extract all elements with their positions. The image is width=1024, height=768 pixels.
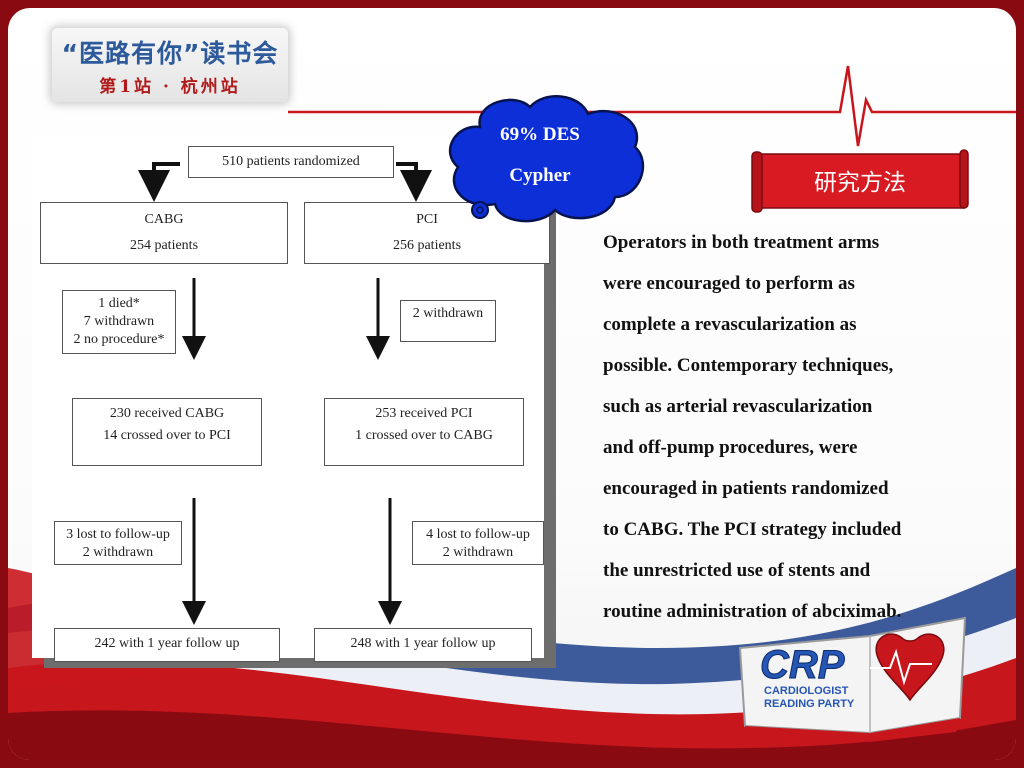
text-line: Operators in both treatment arms [603,232,880,253]
pci-received-box: 253 received PCI 1 crossed over to CABG [324,398,524,466]
crp-logo-line2: READING PARTY [764,698,855,710]
cabg-received-box: 230 received CABG 14 crossed over to PCI [72,398,262,466]
cabg-lost-box: 3 lost to follow-up 2 withdrawn [54,521,182,565]
crp-logo-line1: CARDIOLOGIST [764,685,849,697]
text-line: such as arterial revascularization [603,396,873,417]
pci-lost-box: 4 lost to follow-up 2 withdrawn [412,521,544,565]
event-logo: “医路有你”读书会 第1站 · 杭州站 [52,28,288,102]
event-title: “医路有你”读书会 [61,39,279,68]
section-title: 研究方法 [814,170,906,196]
cabg-final-box: 242 with 1 year follow up [54,628,280,662]
pci-final-box: 248 with 1 year follow up [314,628,532,662]
text-line: encouraged in patients randomized [603,478,889,499]
pci-excluded-box: 2 withdrawn [400,300,496,342]
trial-flowchart: 510 patients randomized CABG 254 patient… [32,136,550,662]
cabg-arm-box: CABG 254 patients [40,202,288,264]
flowchart-arrows [138,162,432,625]
section-banner [751,149,969,213]
text-line: to CABG. The PCI strategy included [603,519,902,540]
randomized-box: 510 patients randomized [188,146,394,178]
heartbeat-line [828,65,1016,147]
text-line: the unrestricted use of stents and [603,560,871,581]
cabg-excluded-box: 1 died* 7 withdrawn 2 no procedure* [62,290,176,354]
text-line: and off-pump procedures, were [603,437,858,458]
crp-logo: CRP CARDIOLOGIST READING PARTY [738,616,967,742]
text-line: complete a revascularization as [603,314,857,335]
callout-line-2: Cypher [509,165,571,186]
cloud-callout [448,95,645,223]
callout-line-1: 69% DES [500,124,580,145]
event-subtitle: 第1站 · 杭州站 [99,77,241,97]
text-line: possible. Contemporary techniques, [603,355,894,376]
crp-logo-name: CRP [760,643,845,687]
text-line: were encouraged to perform as [603,273,855,294]
methods-text: Operators in both treatment arms were en… [603,222,1003,632]
text-line: routine administration of abciximab. [603,601,902,622]
